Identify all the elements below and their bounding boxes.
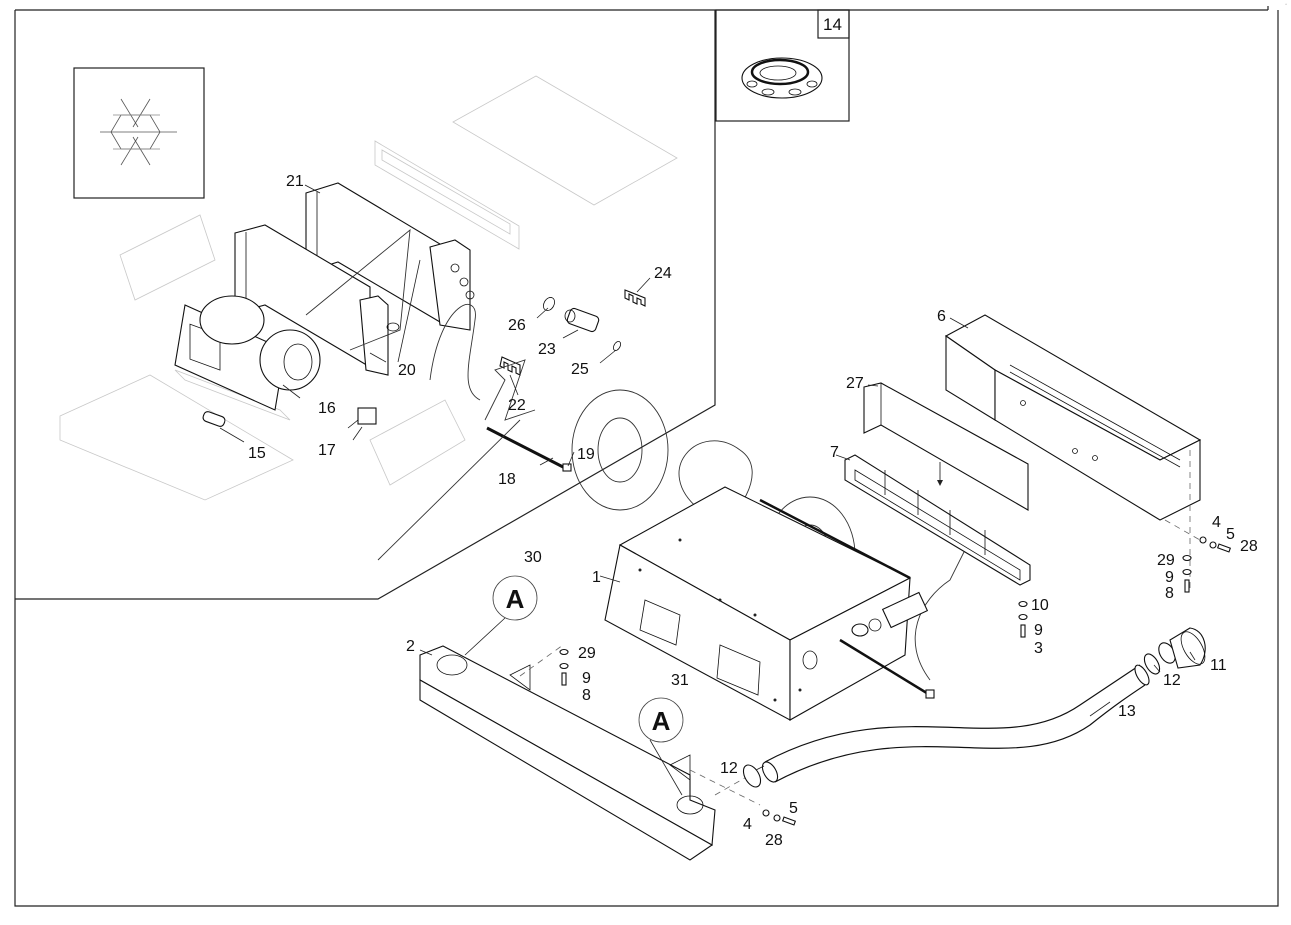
callout-21: 21 — [286, 173, 304, 190]
callout-24: 24 — [654, 265, 672, 282]
corner-mark: ▫ — [1285, 2, 1287, 8]
flex-hose-13 — [761, 664, 1150, 783]
evaporator-core-20 — [234, 224, 400, 376]
callout-31: 31 — [671, 672, 689, 689]
phantom-panels — [59, 75, 678, 501]
fasteners-duct-top — [559, 648, 569, 686]
callout-5: 5 — [789, 800, 798, 817]
air-duct-2 — [419, 645, 716, 861]
cover-panel-27 — [863, 382, 1029, 511]
callout-17: 17 — [318, 442, 336, 459]
badge-30: A — [464, 575, 538, 656]
hidden-line-fastener — [689, 769, 761, 806]
snowflake-icon — [73, 67, 205, 199]
hose-clamp-12-upper — [1143, 653, 1161, 675]
callout-29: 29 — [1157, 552, 1175, 569]
callout-16: 16 — [318, 400, 336, 417]
callout-2: 2 — [406, 638, 415, 655]
tube-18 — [486, 426, 572, 472]
callout-20: 20 — [398, 362, 416, 379]
inset-label-box — [817, 9, 850, 39]
callout-10: 10 — [1031, 597, 1049, 614]
callout-26: 26 — [508, 317, 526, 334]
fasteners-duct-bottom — [762, 809, 797, 826]
callout-22: 22 — [508, 397, 526, 414]
badge-31: A — [638, 697, 684, 796]
callout-6: 6 — [937, 308, 946, 325]
callout-11: 11 — [1210, 657, 1227, 674]
callout-8: 8 — [1165, 585, 1174, 602]
o-ring-26 — [543, 297, 555, 311]
callout-9: 9 — [582, 670, 591, 687]
callout-labels: 1 2 3 4 4 5 5 6 7 8 8 9 9 9 10 11 12 12 … — [248, 15, 1258, 849]
drawing-frame — [14, 6, 1279, 907]
callout-9: 9 — [1034, 622, 1043, 639]
hidden-line-fastener — [519, 644, 564, 677]
callout-29: 29 — [578, 645, 596, 662]
callout-3: 3 — [1034, 640, 1043, 657]
hidden-line-fastener — [714, 774, 751, 796]
clip-22 — [499, 356, 521, 376]
badge-30-glyph: A — [506, 584, 525, 614]
outlet-nozzle-11 — [1158, 627, 1206, 669]
main-housing-1 — [604, 486, 912, 721]
filter-grille-7 — [844, 454, 1031, 586]
expansion-valve-23 — [564, 307, 600, 333]
callout-23: 23 — [538, 341, 556, 358]
fasteners-right — [1182, 536, 1232, 593]
callout-18: 18 — [498, 471, 516, 488]
callout-19: 19 — [577, 446, 595, 463]
callout-28: 28 — [765, 832, 783, 849]
fasteners-mid — [1018, 600, 1028, 638]
callout-27: 27 — [846, 375, 864, 392]
inset-box-14 — [715, 9, 850, 122]
mounting-frame-6 — [944, 314, 1202, 521]
callout-28: 28 — [1240, 538, 1258, 555]
callout-4: 4 — [1212, 514, 1221, 531]
fittings-cluster — [839, 591, 935, 699]
hidden-line-fastener — [1164, 519, 1201, 541]
o-ring-25 — [612, 341, 622, 351]
callout-12: 12 — [1163, 672, 1181, 689]
air-vent-detail-icon — [741, 57, 823, 99]
relay-17 — [347, 407, 377, 429]
callout-9: 9 — [1165, 569, 1174, 586]
callout-4: 4 — [743, 816, 752, 833]
callout-5: 5 — [1226, 526, 1235, 543]
leader-lines — [219, 184, 1196, 771]
callout-15: 15 — [248, 445, 266, 462]
callout-30: 30 — [524, 549, 542, 566]
callout-8: 8 — [582, 687, 591, 704]
resistor-15 — [202, 411, 226, 427]
inset-label-14: 14 — [823, 15, 842, 34]
callout-25: 25 — [571, 361, 589, 378]
clip-24 — [624, 289, 646, 307]
badge-31-glyph: A — [652, 706, 671, 736]
callout-13: 13 — [1118, 703, 1136, 720]
callout-7: 7 — [830, 444, 839, 461]
callout-12: 12 — [720, 760, 738, 777]
hose-clamp-12-lower — [742, 764, 762, 788]
blower-16 — [174, 295, 321, 411]
callout-1: 1 — [592, 569, 601, 586]
